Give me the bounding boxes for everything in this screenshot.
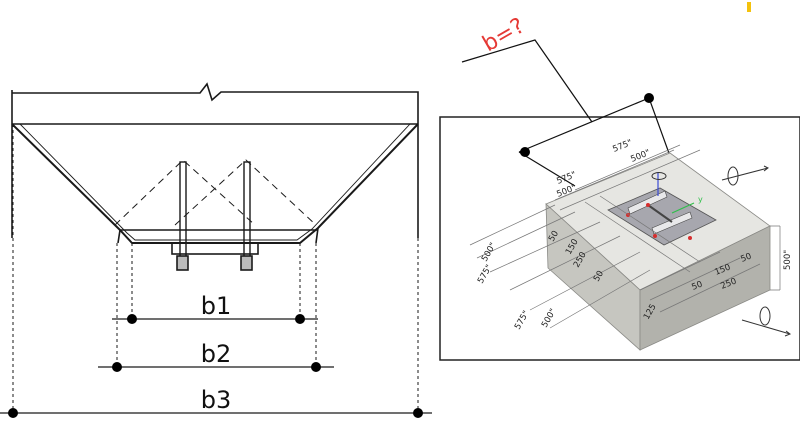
dim-50-right-a: 50 [690,279,704,292]
column-flange-1 [627,190,668,215]
column-web [647,204,673,223]
cone-dashed-2 [174,159,317,226]
axis-green [671,202,695,214]
steel-assembly: y [607,172,717,246]
question-markers [520,93,654,157]
question-annotation [461,39,671,187]
pocket-inner [19,123,411,241]
label-b1: b1 [201,292,232,320]
left-section-drawing [0,82,432,418]
nut-left [176,255,189,271]
block-dim-lines [469,144,781,329]
base-plate [171,242,259,255]
extension-lines [12,124,419,418]
dim-50-left-b: 50 [592,269,606,283]
left-dim-markers [8,314,423,418]
column-flange-2 [651,211,693,235]
cone-dashed-1 [114,159,256,226]
base-plate-3d [607,187,717,246]
moment-arrow-bottom [759,306,771,326]
slab-outline [11,82,419,238]
dim-50-left: 50 [547,229,561,243]
moment-arrow-column [651,172,667,180]
question-label: b=? [479,14,530,58]
label-b3: b3 [201,386,232,414]
dim-50-right-b: 50 [739,251,753,264]
nut-right [240,255,253,271]
pocket-outline [11,123,419,244]
axis-label-y: y [698,195,703,204]
moment-arrows [651,165,792,337]
marker-bar [747,2,751,12]
pocket-bottom-line [117,227,319,244]
label-b2: b2 [201,340,232,368]
dim-500-right: 500" [783,250,793,270]
